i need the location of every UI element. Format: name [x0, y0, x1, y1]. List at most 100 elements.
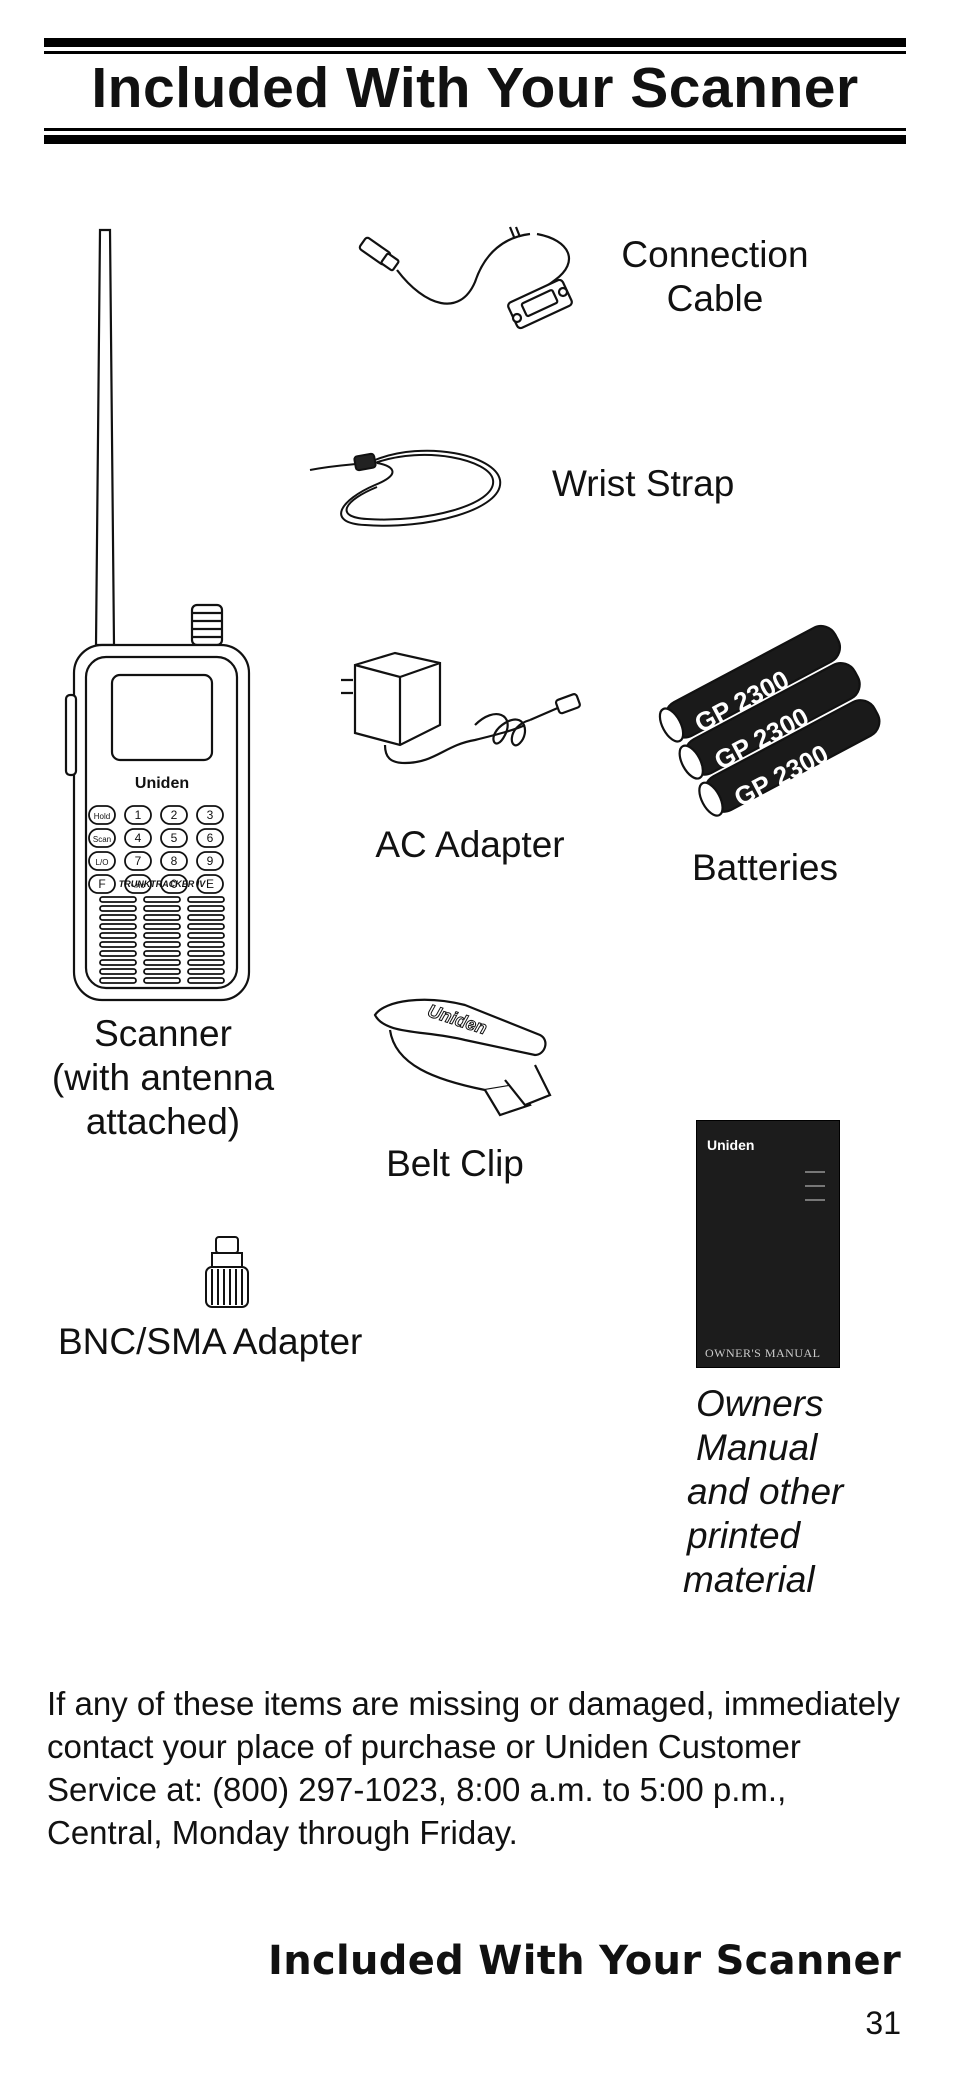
- scanner-label-line1: Scanner: [94, 1013, 232, 1054]
- batteries-illustration: GP 2300 GP 2300 GP 2300: [658, 624, 881, 817]
- scanner-key: 3: [196, 805, 224, 825]
- scanner-grille-slot: [187, 923, 225, 930]
- scanner-grille-slot: [99, 932, 137, 939]
- header-rule-top-thick: [44, 38, 906, 47]
- scanner-grille-slot: [187, 950, 225, 957]
- scanner-grille-slot: [143, 950, 181, 957]
- manual-label-line5: material: [683, 1559, 815, 1600]
- scanner-grille-slot: [143, 923, 181, 930]
- scanner-grille-slot: [143, 977, 181, 984]
- connection-cable-label-line2: Cable: [666, 278, 764, 319]
- page-number: 31: [865, 2005, 901, 2041]
- scanner-key-label: 3: [207, 808, 214, 822]
- scanner-key: 8: [160, 851, 188, 871]
- scanner-label-line2: (with antenna: [51, 1057, 275, 1098]
- scanner-key-label: 9: [207, 854, 214, 868]
- scanner-key-label: •.no: [131, 881, 145, 890]
- scanner-key-label: L/O: [96, 858, 109, 867]
- scanner-grille-slot: [99, 950, 137, 957]
- scanner-key-label: 0: [171, 877, 178, 891]
- scanner-grille-slot: [187, 932, 225, 939]
- ac-adapter-illustration: [341, 651, 581, 765]
- scanner-key: 9: [196, 851, 224, 871]
- manual-label-line3: and other: [687, 1471, 844, 1512]
- scanner-grille-slot: [143, 959, 181, 966]
- scanner-grille-slot: [187, 914, 225, 921]
- scanner-key: 0: [160, 874, 188, 894]
- scanner-model: TRUNKTRACKER IV: [119, 879, 206, 889]
- batteries-label: Batteries: [691, 847, 838, 888]
- scanner-key-label: 5: [171, 831, 178, 845]
- belt-clip-label: Belt Clip: [386, 1143, 524, 1184]
- scanner-grille-slot: [143, 896, 181, 903]
- page-title: Included With Your Scanner: [91, 56, 859, 120]
- scanner-key-label: E: [206, 877, 214, 891]
- scanner-grille-slot: [187, 896, 225, 903]
- scanner-key: 1: [124, 805, 152, 825]
- scanner-key: 4: [124, 828, 152, 848]
- scanner-grille-slot: [187, 977, 225, 984]
- connection-cable-label: Connection Cable: [615, 233, 815, 321]
- scanner-grille-slot: [99, 968, 137, 975]
- scanner-grille-slot: [143, 968, 181, 975]
- wrist-strap-label: Wrist Strap: [552, 463, 735, 504]
- scanner-key-label: 8: [171, 854, 178, 868]
- scanner-key-label: 7: [135, 854, 142, 868]
- scanner-key: 2: [160, 805, 188, 825]
- header-rule-bottom-thick: [44, 135, 906, 144]
- scanner-grille-slot: [187, 959, 225, 966]
- bnc-sma-adapter-illustration: [205, 1236, 249, 1308]
- scanner-grille-slot: [143, 932, 181, 939]
- scanner-label-line3: attached): [85, 1101, 241, 1142]
- ac-adapter-label: AC Adapter: [375, 824, 565, 865]
- header-rule-bottom-thin: [44, 128, 906, 131]
- scanner-key: L/O: [88, 851, 116, 871]
- scanner-key-label: Hold: [94, 812, 110, 821]
- scanner-key: 7: [124, 851, 152, 871]
- scanner-key: 6: [196, 828, 224, 848]
- scanner-grille-slot: [99, 959, 137, 966]
- scanner-key-label: 2: [171, 808, 178, 822]
- bnc-sma-adapter-label: BNC/SMA Adapter: [58, 1321, 363, 1362]
- scanner-grille-slot: [99, 923, 137, 930]
- manual-label-line1: Owners: [696, 1383, 824, 1424]
- manual-cover-lines: [805, 1171, 825, 1201]
- scanner-key: Hold: [88, 805, 116, 825]
- scanner-grille-slot: [187, 905, 225, 912]
- connection-cable-illustration: [358, 226, 573, 330]
- owners-manual-booklet: Uniden OWNER'S MANUAL: [696, 1120, 840, 1368]
- scanner-key: F: [88, 874, 116, 894]
- scanner-grille-slot: [143, 941, 181, 948]
- owners-manual-label: Owners Manual and other printed material: [683, 1382, 913, 1602]
- scanner-grille-slot: [99, 896, 137, 903]
- manual-brand: Uniden: [707, 1137, 755, 1153]
- scanner-grille-slot: [99, 941, 137, 948]
- scanner-grille-slot: [143, 914, 181, 921]
- scanner-key-label: F: [98, 877, 105, 891]
- scanner-grille-slot: [99, 914, 137, 921]
- scanner-key: •.no: [124, 874, 152, 894]
- footer-section-title: Included With Your Scanner: [268, 1938, 901, 1984]
- scanner-key-label: 4: [135, 831, 142, 845]
- scanner-grille-slot: [99, 977, 137, 984]
- scanner-key: Scan: [88, 828, 116, 848]
- connection-cable-label-line1: Connection: [621, 234, 809, 275]
- scanner-key-label: 6: [207, 831, 214, 845]
- wrist-strap-illustration: [309, 449, 502, 527]
- manual-label-line2: Manual: [696, 1427, 818, 1468]
- header-rule-top-thin: [44, 51, 906, 54]
- scanner-grille-slot: [187, 941, 225, 948]
- scanner-key-label: 1: [135, 808, 142, 822]
- scanner-key-label: Scan: [93, 835, 111, 844]
- scanner-label: Scanner (with antenna attached): [38, 1012, 288, 1144]
- scanner-grille-slot: [99, 905, 137, 912]
- scanner-grille-slot: [143, 905, 181, 912]
- scanner-key: 5: [160, 828, 188, 848]
- belt-clip-illustration: Uniden: [373, 998, 552, 1117]
- scanner-grille-slot: [187, 968, 225, 975]
- manual-cover-text: OWNER'S MANUAL: [705, 1346, 821, 1360]
- scanner-brand: Uniden: [135, 775, 189, 792]
- manual-label-line4: printed: [687, 1515, 801, 1556]
- scanner-key: E: [196, 874, 224, 894]
